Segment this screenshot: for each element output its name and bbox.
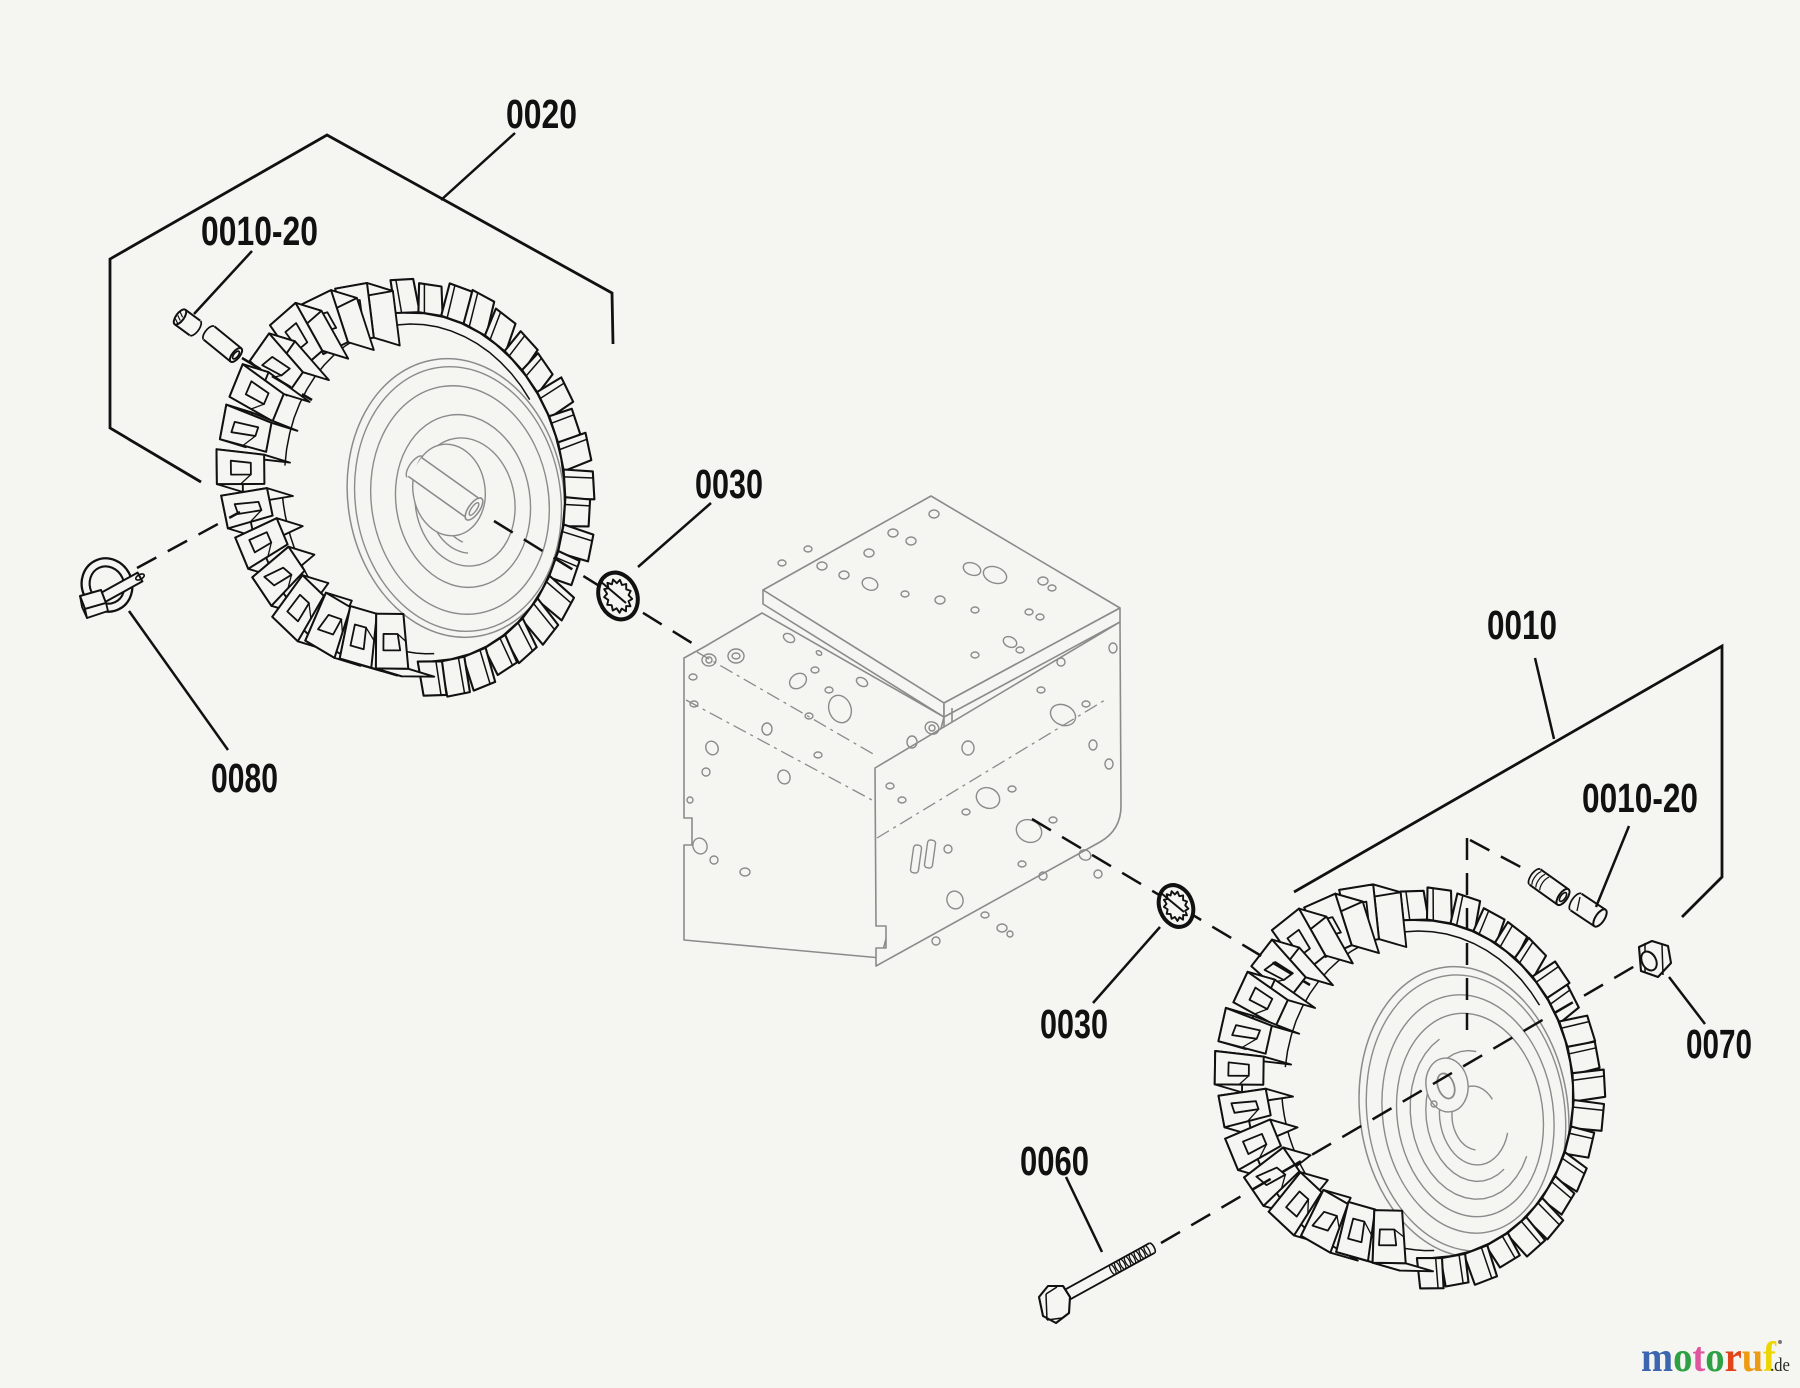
svg-text:0020: 0020 [506,91,577,137]
svg-text:0080: 0080 [211,755,278,801]
svg-text:0010: 0010 [1487,602,1557,648]
svg-text:0060: 0060 [1020,1138,1089,1184]
svg-text:.de: .de [1770,1355,1790,1376]
svg-text:motoruf: motoruf [1641,1335,1777,1381]
svg-text:0010-20: 0010-20 [1582,775,1698,821]
svg-text:0070: 0070 [1686,1021,1752,1067]
svg-text:0010-20: 0010-20 [201,208,318,254]
svg-text:0030: 0030 [695,461,763,507]
svg-text:0030: 0030 [1040,1001,1108,1047]
